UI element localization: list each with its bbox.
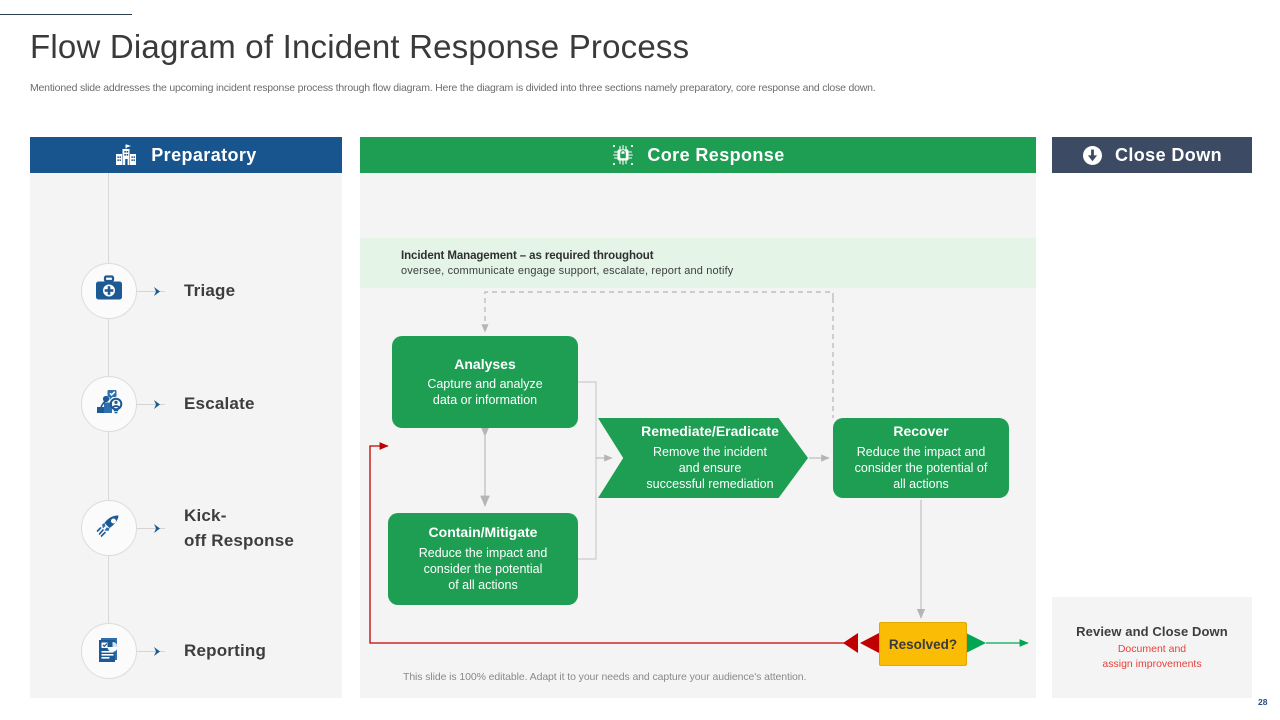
incident-management-subtitle: oversee, communicate engage support, esc…	[401, 264, 734, 277]
prep-connector-line	[137, 527, 165, 529]
node-desc-recover-line3: all actions	[893, 477, 949, 492]
incident-management-title: Incident Management – as required throug…	[401, 249, 654, 262]
prep-icon-circle-reporting	[81, 623, 137, 679]
node-desc-contain-line1: Reduce the impact and	[418, 545, 548, 560]
node-title-analyses: Analyses	[454, 355, 516, 372]
close-card-subtitle: Document and assign improvements	[1102, 642, 1201, 670]
medical-kit-icon	[94, 274, 124, 308]
footer-note: This slide is 100% editable. Adapt it to…	[403, 671, 807, 683]
node-desc-analyses-line2: data or information	[432, 393, 538, 408]
escalation-person-icon	[94, 388, 124, 421]
close-card-title: Review and Close Down	[1076, 624, 1228, 640]
node-desc-remediate-line2: and ensure	[678, 461, 742, 476]
flow-diagram: Analyses Capture and analyze data or inf…	[360, 288, 1036, 698]
node-title-remediate: Remediate/Eradicate	[641, 423, 779, 440]
close-down-header: Close Down	[1052, 137, 1252, 173]
flow-node-contain-mitigate[interactable]: Contain/Mitigate Reduce the impact and c…	[388, 513, 578, 605]
prep-item-kickoff-response[interactable]: Kick- off Response	[30, 500, 342, 556]
prep-icon-circle-escalate	[81, 376, 137, 432]
preparatory-column: Preparatory	[30, 137, 342, 698]
prep-label-kickoff-line2: off Response	[184, 531, 295, 550]
page-subtitle: Mentioned slide addresses the upcoming i…	[30, 82, 876, 94]
title-accent-rule	[0, 14, 132, 15]
review-close-down-card[interactable]: Review and Close Down Document and assig…	[1052, 597, 1252, 698]
flow-connectors	[369, 291, 1029, 653]
decision-label-resolved: Resolved?	[888, 636, 958, 652]
node-desc-remediate-line3: successful remediation	[646, 477, 774, 492]
prep-connector-line	[137, 403, 165, 405]
flow-node-analyses[interactable]: Analyses Capture and analyze data or inf…	[392, 336, 578, 428]
page-title: Flow Diagram of Incident Response Proces…	[30, 28, 690, 65]
chevron-shape	[598, 418, 808, 498]
node-desc-recover-line1: Reduce the impact and	[856, 444, 986, 459]
prep-connector-line	[137, 290, 165, 292]
node-desc-recover-line2: consider the potential of	[854, 461, 988, 476]
node-title-contain: Contain/Mitigate	[428, 524, 538, 541]
prep-label-reporting: Reporting	[184, 641, 267, 661]
chevron-right-icon	[150, 521, 164, 535]
core-response-header: Core Response	[360, 137, 1036, 173]
chevron-right-icon	[150, 397, 164, 411]
prep-label-triage: Triage	[184, 281, 236, 301]
report-document-icon	[94, 635, 124, 668]
prep-icon-circle-triage	[81, 263, 137, 319]
core-response-column: Core Response Incident Management – as r…	[360, 137, 1036, 698]
close-down-column: Close Down Review and Close Down Documen…	[1052, 137, 1252, 698]
preparatory-body: Triage	[30, 173, 342, 698]
flow-node-recover[interactable]: Recover Reduce the impact and consider t…	[833, 418, 1009, 498]
arrow-down-circle-icon	[1082, 145, 1103, 166]
prep-item-escalate[interactable]: Escalate	[30, 376, 342, 432]
flow-node-remediate-eradicate[interactable]: Remediate/Eradicate Remove the incident …	[598, 418, 808, 498]
prep-label-kickoff-line1: Kick-	[184, 505, 227, 525]
prep-label-escalate: Escalate	[184, 394, 255, 414]
node-desc-contain-line2: consider the potential	[423, 562, 543, 577]
node-desc-contain-line3: of all actions	[448, 578, 518, 593]
node-desc-remediate-line1: Remove the incident	[653, 444, 767, 459]
core-response-header-label: Core Response	[647, 144, 785, 165]
close-down-header-label: Close Down	[1114, 144, 1222, 165]
chevron-right-icon	[150, 284, 164, 298]
prep-icon-circle-kickoff	[81, 500, 137, 556]
secure-chip-icon	[611, 143, 635, 167]
incident-management-band: Incident Management – as required throug…	[360, 238, 1036, 288]
page-number: 28	[1258, 697, 1268, 707]
node-title-recover: Recover	[893, 423, 949, 440]
chevron-right-icon	[150, 644, 164, 658]
institution-building-icon	[115, 144, 139, 166]
prep-item-reporting[interactable]: Reporting	[30, 623, 342, 679]
rocket-icon	[94, 512, 124, 545]
node-desc-analyses-line1: Capture and analyze	[427, 377, 543, 391]
prep-label-kickoff-response: Kick- off Response	[184, 503, 344, 554]
prep-item-triage[interactable]: Triage	[30, 263, 342, 319]
close-card-sub-line1: Document and	[1117, 643, 1187, 656]
flow-decision-resolved[interactable]: Resolved?	[879, 622, 967, 666]
preparatory-header: Preparatory	[30, 137, 342, 173]
prep-connector-line	[137, 650, 165, 652]
close-card-sub-line2: assign improvements	[1102, 657, 1202, 670]
close-down-body: Review and Close Down Document and assig…	[1052, 173, 1252, 698]
core-response-body: Incident Management – as required throug…	[360, 173, 1036, 698]
preparatory-header-label: Preparatory	[151, 144, 257, 165]
